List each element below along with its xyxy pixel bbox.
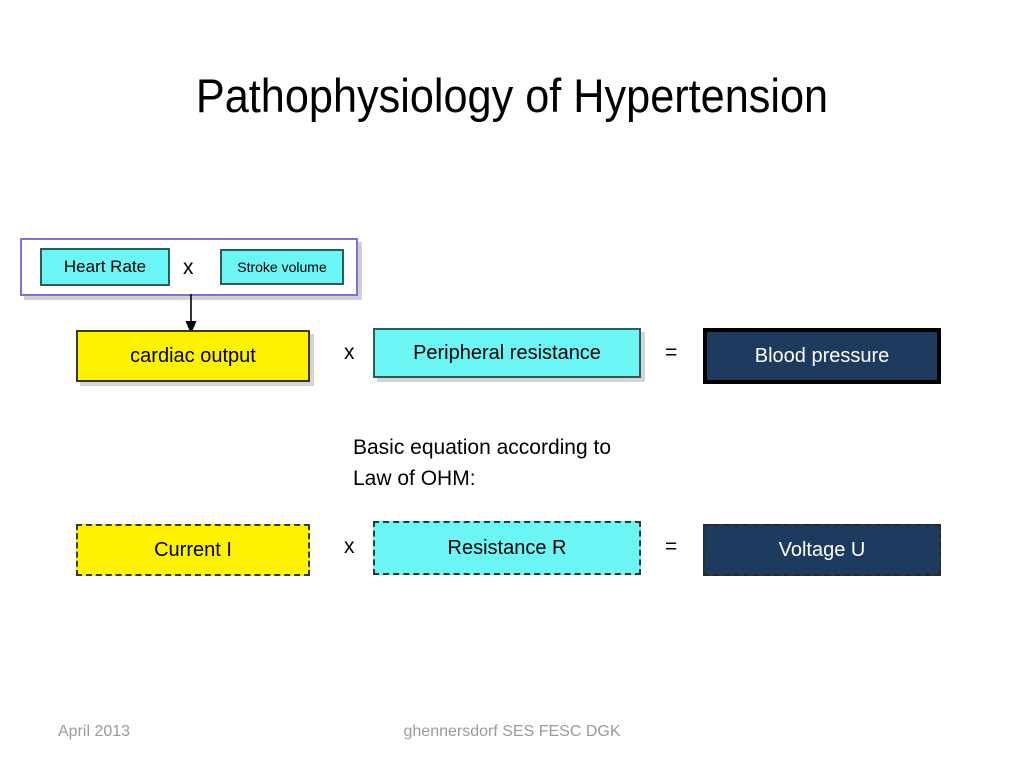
equals-operator-physiology: = — [665, 341, 678, 364]
ohm-law-note: Basic equation according to Law of OHM: — [353, 432, 693, 494]
footer-attribution: ghennersdorf SES FESC DGK — [403, 723, 621, 740]
down-arrow-icon — [185, 294, 197, 334]
ohm-law-note-line2: Law of OHM: — [353, 467, 476, 490]
current-box: Current I — [76, 524, 310, 576]
footer-date: April 2013 — [58, 723, 131, 740]
peripheral-resistance-box: Peripheral resistance — [373, 328, 641, 378]
multiply-operator-physiology: x — [344, 341, 355, 364]
resistance-box: Resistance R — [373, 521, 641, 575]
heart-rate-box: Heart Rate — [40, 248, 170, 286]
multiply-operator-top: x — [183, 256, 194, 279]
ohm-law-note-line1: Basic equation according to — [353, 436, 611, 459]
cardiac-output-box: cardiac output — [76, 330, 310, 382]
blood-pressure-box: Blood pressure — [703, 328, 941, 384]
multiply-operator-ohm: x — [344, 535, 355, 558]
voltage-box: Voltage U — [703, 524, 941, 576]
stroke-volume-box: Stroke volume — [220, 249, 344, 285]
page-title: Pathophysiology of Hypertension — [195, 69, 829, 122]
equals-operator-ohm: = — [665, 535, 678, 558]
